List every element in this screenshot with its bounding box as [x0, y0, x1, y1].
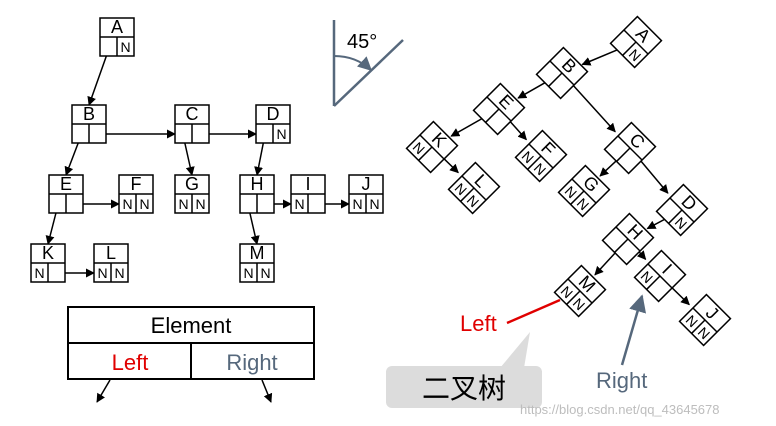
left-pointer-value: N	[122, 196, 132, 212]
node-label: K	[42, 243, 54, 263]
right-tree-node-j: JNN	[678, 293, 732, 347]
left-tree-node-b: B	[71, 104, 107, 144]
left-pointer-value: N	[294, 196, 304, 212]
right-pointer-value: N	[139, 196, 149, 212]
right-pointer-label: Right	[596, 368, 647, 393]
left-pointer-value: N	[34, 265, 44, 281]
left-pointer-line	[506, 298, 561, 325]
left-tree-edge	[87, 49, 110, 106]
left-tree-node-c: C	[174, 104, 210, 144]
left-tree-node-a: AN	[99, 17, 135, 57]
right-pointer-value: N	[369, 196, 379, 212]
angle-label: 45°	[347, 31, 377, 53]
right-tree-node-c: C	[603, 121, 657, 175]
node-label: J	[362, 174, 371, 194]
left-tree-node-h: H	[239, 174, 275, 214]
left-pointer-value: N	[352, 196, 362, 212]
watermark: https://blog.csdn.net/qq_43645678	[520, 402, 720, 417]
node-label: H	[251, 174, 264, 194]
right-tree-edge	[594, 248, 620, 276]
right-pointer-value: N	[114, 265, 124, 281]
right-tree-edge	[669, 285, 690, 306]
right-tree-node-l: LNN	[447, 161, 501, 215]
right-tree-edge	[581, 46, 624, 66]
legend-left-label: Left	[112, 350, 149, 375]
right-tree-node-m: MNN	[553, 264, 607, 318]
left-pointer-value: N	[97, 265, 107, 281]
node-label: D	[267, 104, 280, 124]
pointer-labels: Left Right	[460, 294, 647, 393]
node-structure-legend: Element Left Right	[67, 306, 315, 403]
node-label: G	[185, 174, 199, 194]
right-pointer-value: N	[276, 126, 286, 142]
right-tree-edge	[507, 118, 527, 141]
right-tree-node-h: H	[601, 212, 655, 266]
right-tree-edge	[441, 156, 459, 174]
node-label: C	[186, 104, 199, 124]
right-pointer-value: N	[260, 265, 270, 281]
left-pointer-value: N	[178, 196, 188, 212]
node-label: L	[106, 243, 116, 263]
right-tree-edges	[441, 46, 690, 306]
right-tree-node-e: E	[472, 82, 526, 136]
legend-left-arrow	[96, 379, 111, 403]
right-pointer-line	[620, 294, 647, 366]
right-tree-edge	[570, 82, 616, 133]
legend-right-arrow	[261, 379, 273, 403]
legend-right-label: Right	[226, 350, 277, 375]
legend-element-label: Element	[151, 313, 232, 338]
right-pointer-value: N	[120, 39, 130, 55]
left-pointer-label: Left	[460, 311, 497, 336]
right-tree-node-b: B	[535, 46, 589, 100]
left-tree-node-d: DN	[255, 104, 291, 144]
right-tree-edge	[450, 115, 488, 137]
node-label: F	[131, 174, 142, 194]
caption-callout-tail	[500, 332, 530, 368]
right-tree-edge	[638, 158, 669, 194]
node-label: E	[60, 174, 72, 194]
right-tree-node-g: GNN	[557, 164, 611, 218]
left-pointer-value: N	[243, 265, 253, 281]
right-tree-node-i: IN	[633, 249, 687, 303]
right-tree-node-f: FNN	[514, 129, 568, 183]
node-label: I	[305, 174, 310, 194]
caption-binary-tree: 二叉树	[386, 366, 542, 408]
right-tree-node-d: DN	[655, 183, 709, 237]
node-label: M	[250, 243, 265, 263]
left-tree-node-i: IN	[290, 174, 326, 214]
node-label: B	[83, 104, 95, 124]
angle-indicator: 45°	[332, 20, 404, 107]
right-tree-node-a: AN	[609, 15, 663, 69]
left-tree-node-e: E	[48, 174, 84, 214]
left-tree-node-k: KN	[30, 243, 66, 283]
left-tree-edges	[45, 49, 350, 278]
right-pointer-value: N	[195, 196, 205, 212]
right-tree-node-k: KN	[405, 120, 459, 174]
node-label: A	[111, 17, 123, 37]
